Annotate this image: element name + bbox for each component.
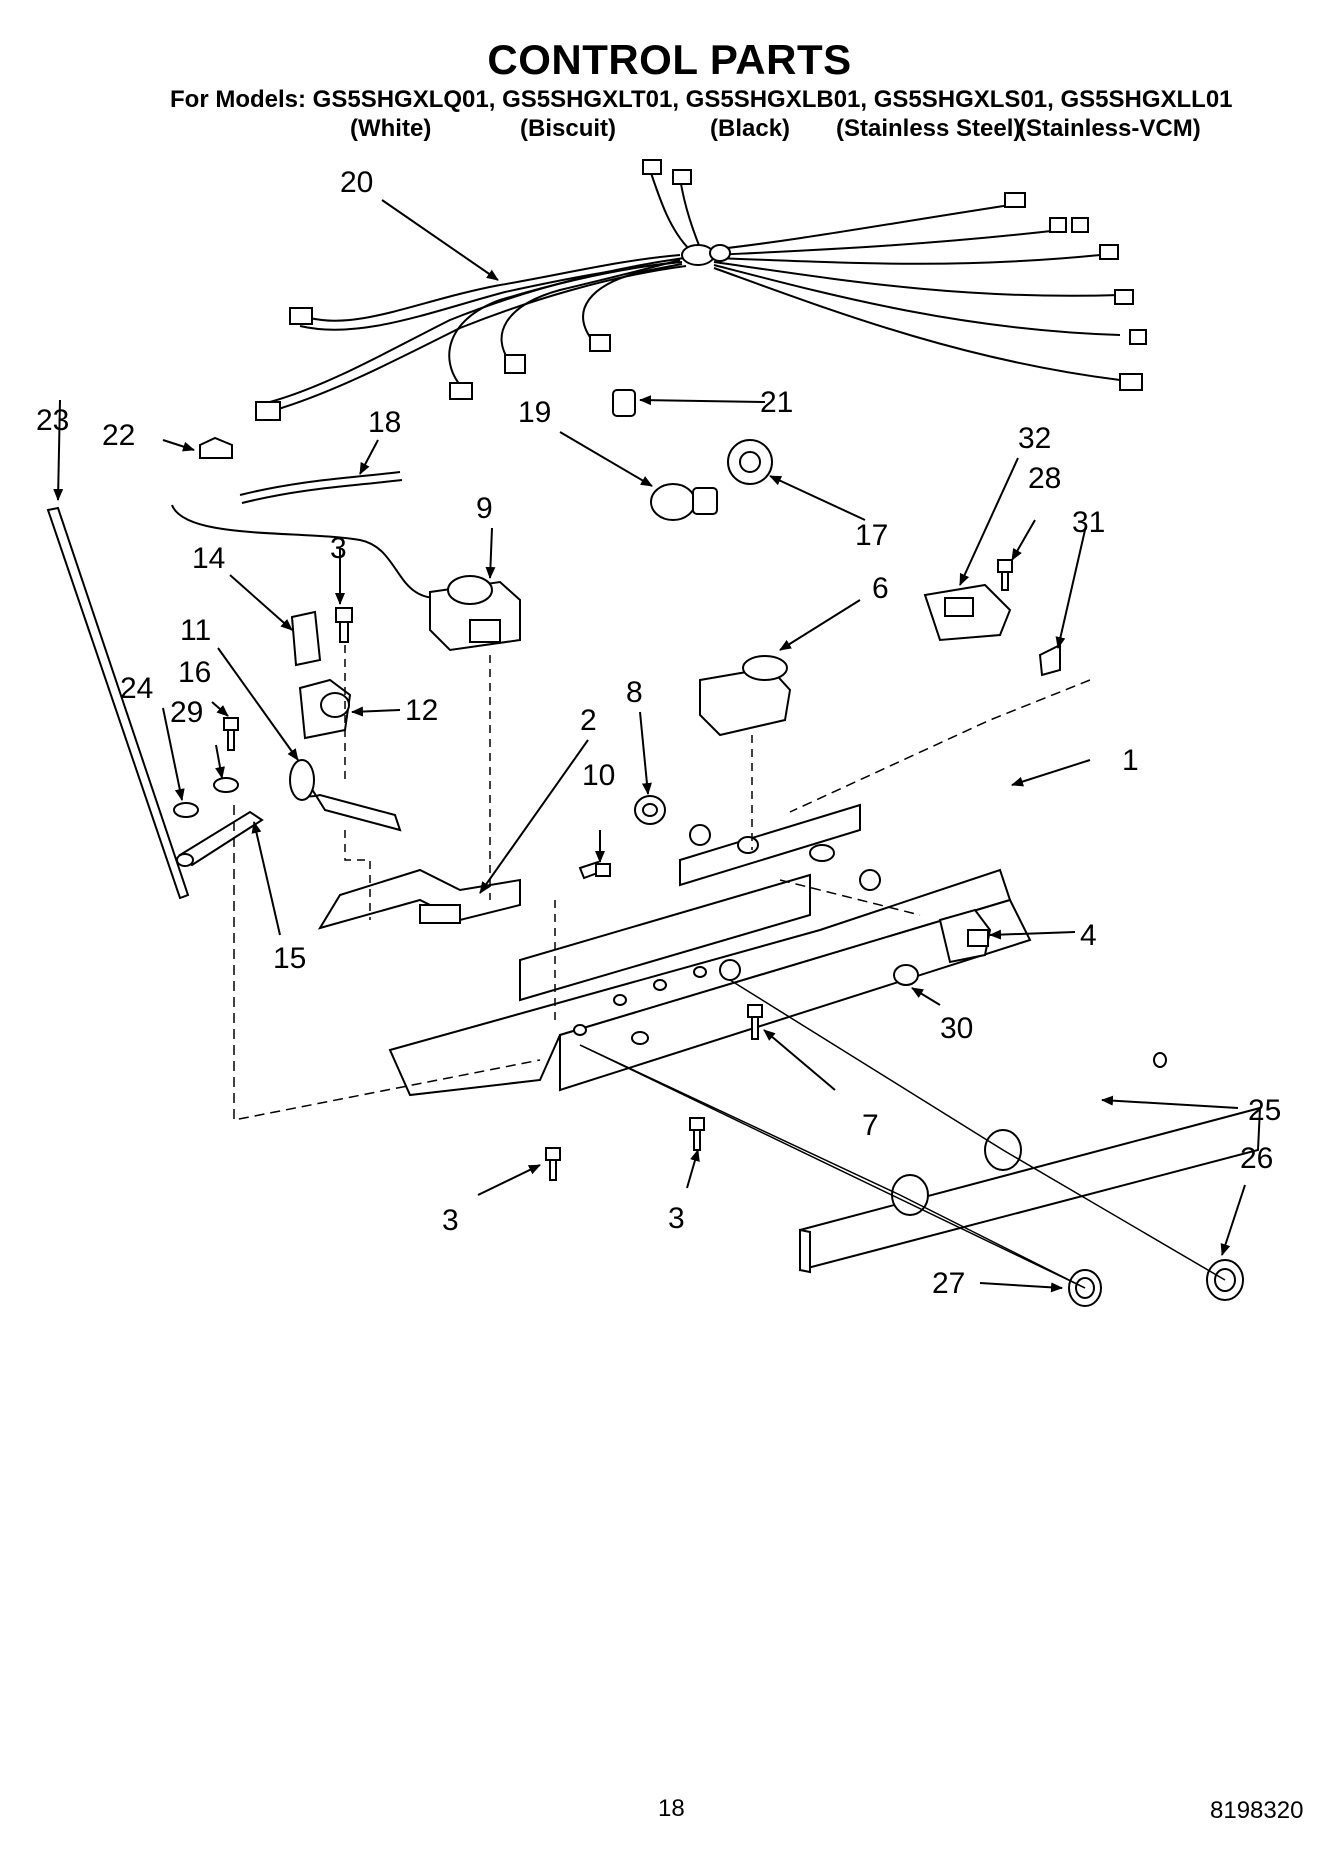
lamp-socket-17 <box>727 439 773 485</box>
washer-24 <box>173 802 199 818</box>
switch-4 <box>938 908 992 964</box>
screw-7 <box>747 1004 763 1040</box>
callout-29: 29 <box>170 696 203 729</box>
callout-4: 4 <box>1080 919 1097 952</box>
callout-21: 21 <box>760 386 793 419</box>
harness-connector-mid <box>681 244 731 266</box>
board-32 <box>923 583 1012 642</box>
relay-6 <box>699 655 792 737</box>
callout-11: 11 <box>180 614 211 647</box>
callout-16: 16 <box>178 656 211 689</box>
model-list: For Models: GS5SHGXLQ01, GS5SHGXLT01, GS… <box>170 86 1233 113</box>
callout-10: 10 <box>582 759 615 792</box>
document-number: 8198320 <box>1210 1797 1304 1824</box>
clip-22 <box>199 436 233 459</box>
callout-2: 2 <box>580 704 597 737</box>
callout-23: 23 <box>36 404 69 437</box>
damper-control-11 <box>289 759 402 832</box>
callout-17: 17 <box>855 519 888 552</box>
callout-24: 24 <box>120 672 153 705</box>
callout-31: 31 <box>1072 506 1105 539</box>
screw-28 <box>997 559 1013 591</box>
tube-18 <box>239 471 403 504</box>
page-title: CONTROL PARTS <box>487 36 852 83</box>
callout-28: 28 <box>1028 462 1061 495</box>
callout-12: 12 <box>405 694 438 727</box>
assembly-lines <box>233 645 1226 1289</box>
lamp-bulb-19 <box>650 483 718 521</box>
control-housing-1 <box>388 803 1032 1097</box>
callout-3-bottom-left: 3 <box>442 1204 459 1237</box>
screw-10 <box>578 860 611 880</box>
callout-32: 32 <box>1018 422 1051 455</box>
page-number: 18 <box>658 1795 685 1822</box>
rod-23 <box>46 506 190 900</box>
callout-1: 1 <box>1122 744 1139 777</box>
finish-stainless-vcm: (Stainless-VCM) <box>1018 115 1201 142</box>
lever-15 <box>176 810 264 867</box>
callout-3-bottom-right: 3 <box>668 1202 685 1235</box>
callout-27: 27 <box>932 1267 965 1300</box>
button-30 <box>893 964 919 986</box>
callout-26: 26 <box>1240 1142 1273 1175</box>
screw-3-top <box>335 607 353 643</box>
screw-16 <box>223 717 239 751</box>
callout-25: 25 <box>1248 1094 1281 1127</box>
callout-20: 20 <box>340 166 373 199</box>
clip-21 <box>612 389 636 417</box>
control-panel-25 <box>799 1052 1262 1274</box>
callout-3-top: 3 <box>330 532 347 565</box>
callout-14: 14 <box>192 542 225 575</box>
wire-harness <box>269 169 1121 411</box>
washer-29 <box>213 777 239 793</box>
bracket-12 <box>298 678 352 740</box>
callout-22: 22 <box>102 419 135 452</box>
clip-31 <box>1038 643 1061 677</box>
callout-8: 8 <box>626 676 643 709</box>
callout-labels: 1 2 3 3 3 3 4 6 7 8 9 10 11 12 14 15 16 … <box>36 166 1281 1300</box>
finish-biscuit: (Biscuit) <box>520 115 616 142</box>
finish-black: (Black) <box>710 115 791 142</box>
callout-7: 7 <box>862 1109 879 1142</box>
bushing-8 <box>634 795 666 825</box>
callout-6: 6 <box>872 572 889 605</box>
gasket-14 <box>290 610 322 667</box>
thermostat-9 <box>429 575 521 652</box>
callout-30: 30 <box>940 1012 973 1045</box>
harness-plugs <box>255 159 1147 421</box>
mounting-bracket-2 <box>317 868 521 930</box>
callout-15: 15 <box>273 942 306 975</box>
finish-white: (White) <box>350 115 432 142</box>
capillary-wire <box>171 504 441 600</box>
finish-stainless-steel: (Stainless Steel) <box>836 115 1022 142</box>
leader-arrows <box>53 199 1246 1293</box>
callout-18: 18 <box>368 406 401 439</box>
screw-3-bottom <box>545 1117 705 1181</box>
callout-19: 19 <box>518 396 551 429</box>
callout-9: 9 <box>476 492 493 525</box>
